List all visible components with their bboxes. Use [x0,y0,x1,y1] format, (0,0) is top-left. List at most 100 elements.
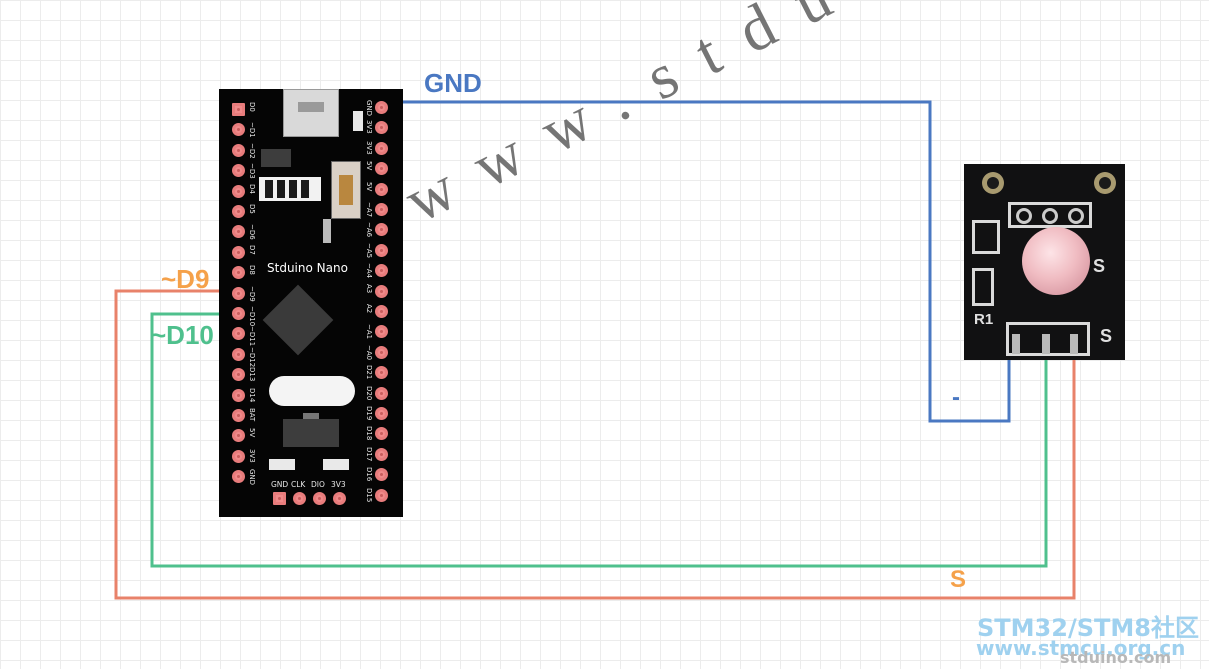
left-pin [232,286,245,300]
left-pin-label: ~D9 [248,285,256,302]
pad [1042,208,1058,224]
right-pin-label: 3V3 [365,140,373,155]
left-pin [232,225,245,239]
bottom-pin [273,492,286,505]
right-pin [375,162,388,176]
d10-wire [150,312,1048,568]
left-pin-label: D14 [248,387,256,402]
right-pin-label: ~A6 [365,222,373,238]
pad [1016,208,1032,224]
module-pin-minus [1012,334,1020,354]
left-pin-label: D5 [248,204,256,214]
rgb-led [1022,227,1090,295]
left-pin-label: 5V [248,428,256,438]
right-pin [375,345,388,359]
right-pin-label: ~A4 [365,263,373,279]
right-pin-label: 5V [365,161,373,171]
right-pin [375,447,388,461]
d9-label: ~D9 [161,264,210,294]
right-pin-label: A3 [365,283,373,293]
left-pin-label: D13 [248,367,256,382]
bottom-pin [313,492,326,505]
smd-led-right [323,459,349,470]
smd-led [353,111,363,131]
left-pin [232,143,245,157]
left-pin-label: ~D11 [248,326,256,347]
bottom-pin-label: GND [271,480,289,489]
left-pin-label: GND [248,469,256,486]
right-pin-label: GND [365,100,373,117]
header-outline [1006,322,1090,356]
pad [1068,208,1084,224]
right-pin [375,325,388,339]
pad-outline [1008,202,1092,228]
crystal [269,376,355,406]
d9-wire [114,289,1076,600]
right-pin-label: ~A1 [365,324,373,340]
resistor-outline [972,268,994,306]
left-pin [232,327,245,341]
d10-label: ~D10 [151,320,214,350]
right-pin-label: 5V [365,181,373,191]
left-pin-label: D4 [248,183,256,194]
gnd-wire [381,100,1011,423]
right-pin [375,264,388,278]
right-pin-label: 3V3 [365,120,373,135]
left-pin [232,368,245,382]
silk-r1-label: R1 [974,311,994,328]
component-outline [972,220,1000,254]
module-pin-s [1070,334,1078,354]
left-pin [232,245,245,259]
right-pin [375,488,388,502]
right-pin-label: D16 [365,467,373,482]
led-module: S R1 S [964,164,1125,360]
smd-component [323,219,331,243]
right-pin [375,407,388,420]
right-pin [375,101,388,114]
right-pin [375,182,388,196]
smd-ic [261,149,291,167]
left-pin [232,266,245,280]
left-pin [232,388,245,402]
left-pin-label: ~D3 [248,163,256,179]
left-pin-label: 3V3 [248,448,256,463]
right-pin-label: D19 [365,406,373,421]
right-pin [375,121,388,135]
left-pin-label: ~D12 [248,346,256,367]
bottom-pin-label: 3V3 [331,480,346,489]
corner-brand: STM32/STM8社区 [977,614,1199,642]
left-pin-label: ~D2 [248,142,256,159]
left-pin [232,184,245,198]
left-pin [232,409,245,422]
right-pin-label: D18 [365,426,373,441]
left-pin-label: D8 [248,265,256,276]
mounting-hole-left [982,172,1004,194]
left-pin [232,307,245,320]
left-pin-label: D7 [248,244,256,255]
left-pin-label: ~D10 [248,306,256,327]
right-pin [375,203,388,216]
silk-s-label: S [1093,256,1106,276]
gnd-label: GND [424,68,482,98]
left-pin-label: ~D6 [248,224,256,241]
left-pin [232,429,245,443]
bottom-pin [293,492,306,505]
left-pin [232,103,245,116]
left-pin-label: BAT [248,408,256,422]
bottom-pin-label: DIO [311,480,325,489]
left-pin [232,123,245,137]
right-pin [375,427,388,441]
right-pin-label: D17 [365,446,373,462]
mounting-hole-right [1094,172,1116,194]
corner-site: stduino.com [1060,648,1172,667]
left-pin [232,347,245,361]
board-name: Stduino Nano [267,261,348,275]
usb-connector [283,89,339,137]
left-pin [232,470,245,484]
right-pin-label: A2 [365,304,373,314]
module-pin-middle [1042,334,1050,354]
voltage-regulator [283,419,339,447]
smd-led-left [269,459,295,470]
right-pin [375,284,388,298]
